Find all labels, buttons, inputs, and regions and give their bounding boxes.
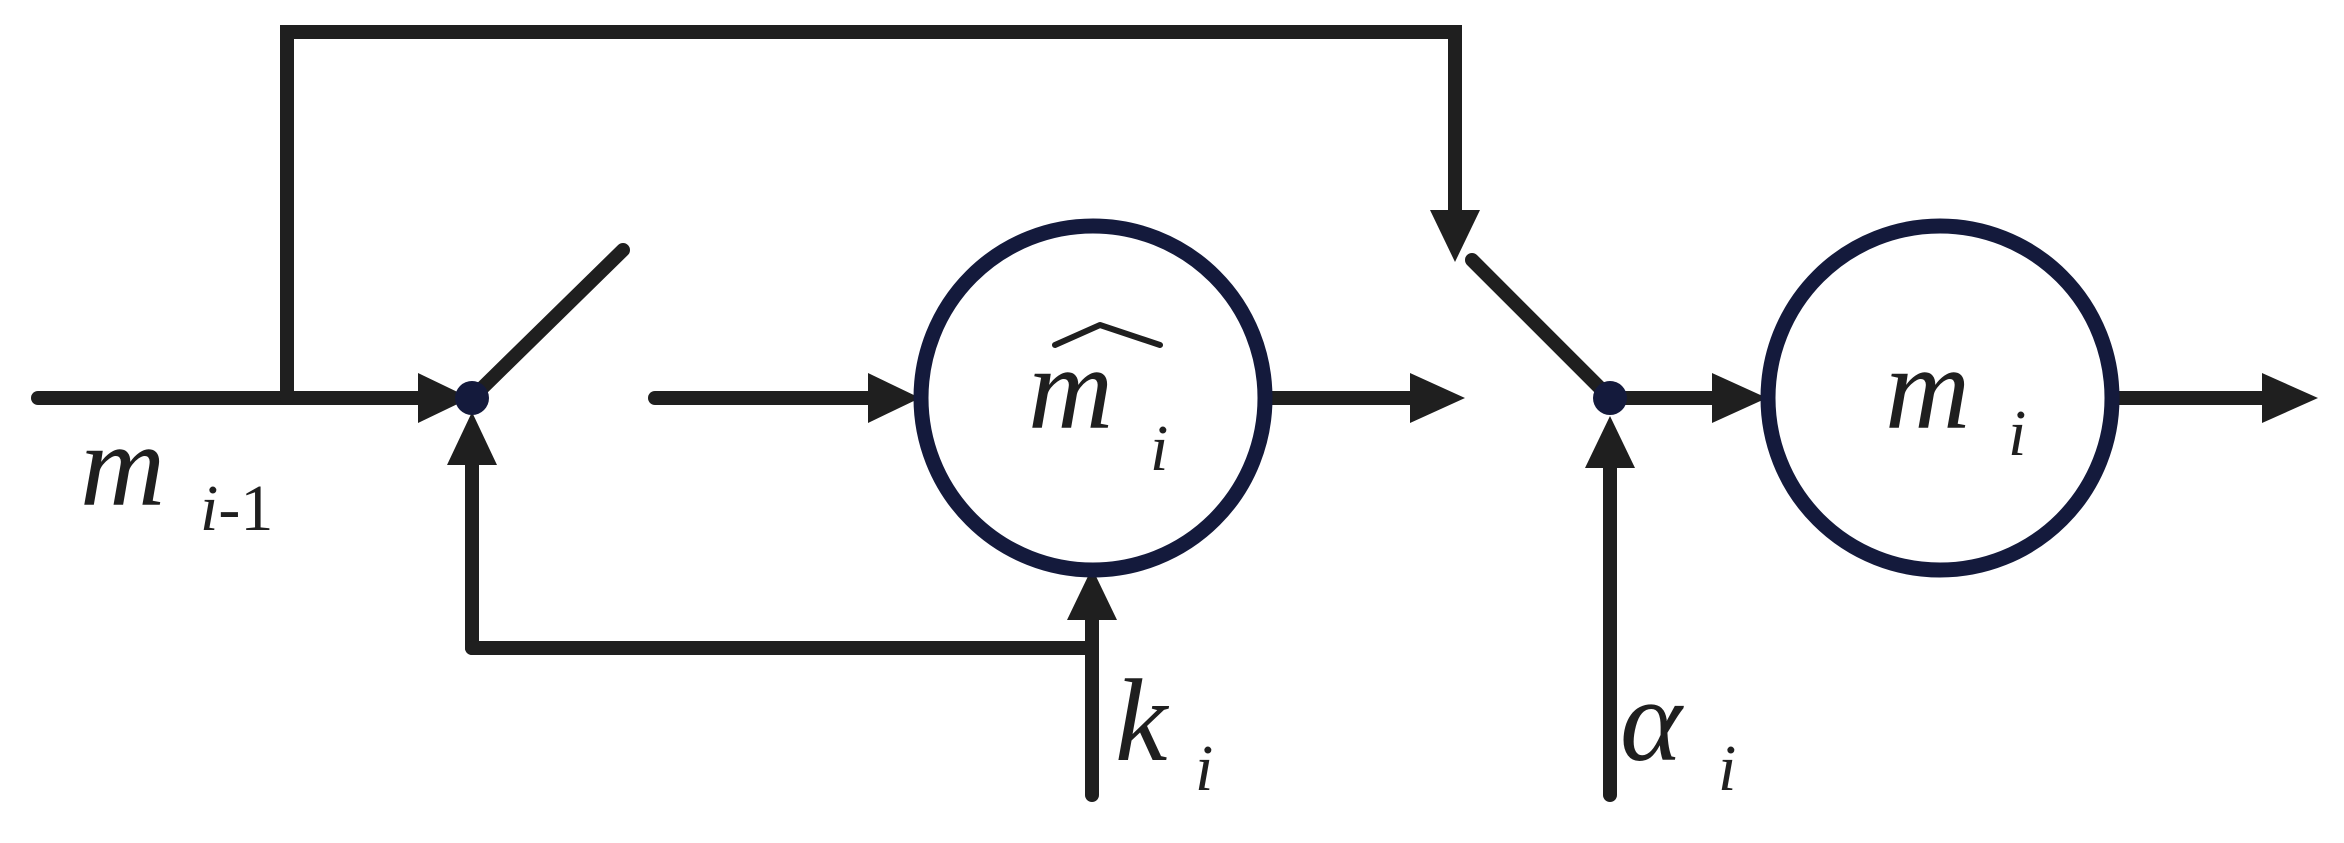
- arrow-alpha-up: [1585, 416, 1635, 468]
- label-k-i: k i: [1115, 655, 1213, 805]
- arrow-m-hat-output: [1410, 373, 1465, 423]
- arrow-into-m-node: [1712, 373, 1767, 423]
- arrow-bypass-down: [1430, 210, 1480, 262]
- switch-1-blade: [465, 243, 630, 405]
- label-alpha-i-symbol: α: [1620, 655, 1684, 786]
- label-k-i-symbol: k: [1115, 655, 1170, 786]
- label-alpha-i: α i: [1620, 655, 1736, 805]
- label-alpha-i-subscript: i: [1718, 732, 1736, 805]
- node-m-i-subscript: i: [2008, 397, 2026, 470]
- arrow-m-output: [2262, 373, 2318, 423]
- node-m-i: m i: [1760, 218, 2120, 578]
- node-m-i-circle: [1760, 218, 2120, 578]
- switch-2-pivot: [1593, 381, 1627, 415]
- wires: [31, 25, 2277, 802]
- arrow-into-switch-1: [418, 373, 470, 423]
- label-k-i-subscript: i: [1195, 732, 1213, 805]
- label-m-prev-symbol: m: [80, 400, 165, 531]
- arrowheads: [418, 210, 2318, 620]
- switch-1-pivot: [455, 381, 489, 415]
- node-m-hat-i: m i: [913, 218, 1273, 578]
- arrow-feedback-up: [447, 412, 497, 465]
- arrow-k-up: [1067, 568, 1117, 620]
- node-m-hat-i-symbol: m: [1028, 323, 1113, 454]
- node-m-hat-i-subscript: i: [1150, 412, 1168, 485]
- hat-accent-icon: [1052, 322, 1163, 348]
- label-m-prev: m i-1: [80, 400, 273, 545]
- label-m-prev-subscript-index: i: [200, 472, 218, 545]
- label-m-prev-subscript-offset: -1: [218, 472, 273, 545]
- node-m-i-symbol: m: [1885, 323, 1970, 454]
- switch-2-blade: [1465, 253, 1617, 405]
- arrow-into-m-hat-node: [868, 373, 920, 423]
- label-m-prev-subscript: i-1: [200, 472, 273, 545]
- node-m-hat-i-circle: [913, 218, 1273, 578]
- bypass-line: [280, 25, 1462, 405]
